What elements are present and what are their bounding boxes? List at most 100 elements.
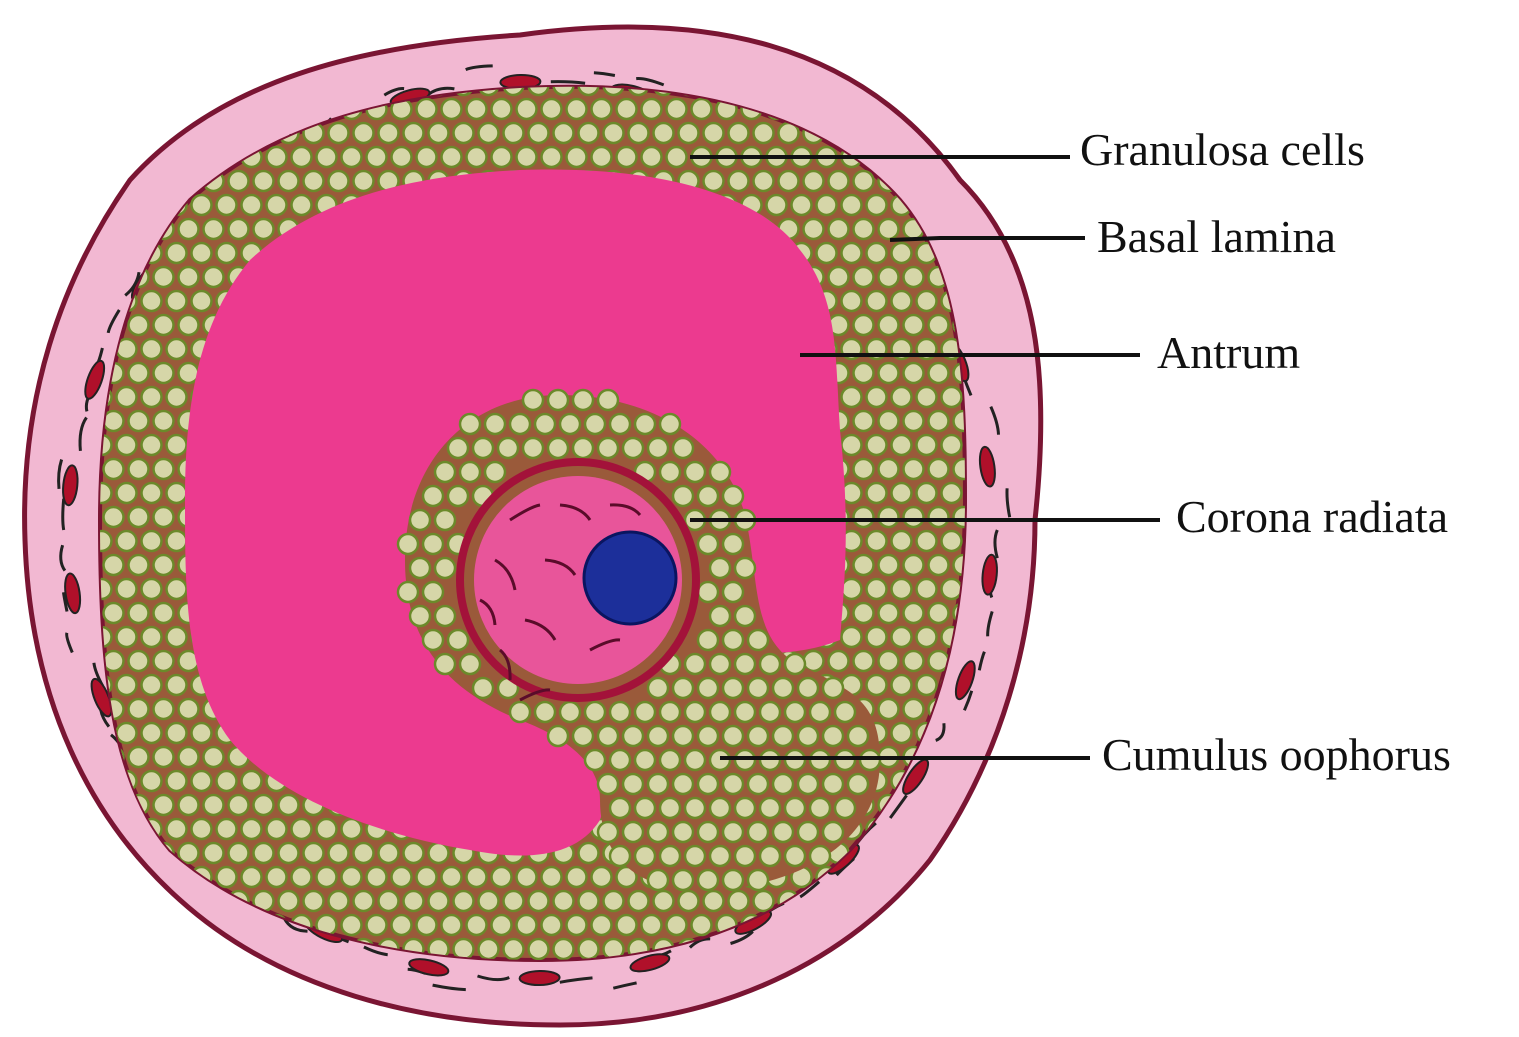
granulosa-cell: [154, 555, 174, 575]
granulosa-cell: [904, 507, 924, 527]
granulosa-cell: [579, 843, 599, 863]
granulosa-cell: [254, 843, 274, 863]
cumulus-cell: [460, 414, 480, 434]
granulosa-cell: [317, 819, 337, 839]
granulosa-cell: [342, 915, 362, 935]
label-corona-radiata: Corona radiata: [1176, 491, 1448, 542]
granulosa-cell: [917, 675, 937, 695]
granulosa-cell: [517, 867, 537, 887]
granulosa-cell: [292, 819, 312, 839]
granulosa-cell: [892, 723, 912, 743]
granulosa-cell: [154, 507, 174, 527]
granulosa-cell: [854, 507, 874, 527]
granulosa-cell: [104, 555, 124, 575]
granulosa-cell: [867, 243, 887, 263]
granulosa-cell: [979, 795, 999, 815]
granulosa-cell: [129, 315, 149, 335]
granulosa-cell: [754, 123, 774, 143]
granulosa-cell: [154, 267, 174, 287]
granulosa-cell: [117, 147, 137, 167]
cumulus-cell: [698, 534, 718, 554]
granulosa-cell: [729, 891, 749, 911]
granulosa-cell: [279, 171, 299, 191]
granulosa-cell: [917, 579, 937, 599]
cumulus-cell: [648, 726, 668, 746]
granulosa-cell: [192, 195, 212, 215]
granulosa-cell: [479, 891, 499, 911]
cumulus-cell: [660, 798, 680, 818]
granulosa-cell: [729, 123, 749, 143]
cumulus-cell: [748, 726, 768, 746]
granulosa-cell: [554, 939, 574, 959]
cumulus-cell: [823, 726, 843, 746]
granulosa-cell: [829, 267, 849, 287]
cumulus-cell: [523, 438, 543, 458]
granulosa-cell: [854, 555, 874, 575]
cumulus-cell: [448, 486, 468, 506]
cumulus-cell: [673, 486, 693, 506]
granulosa-cell: [779, 171, 799, 191]
granulosa-cell: [904, 459, 924, 479]
label-cumulus-oophorus: Cumulus oophorus: [1102, 729, 1451, 780]
granulosa-cell: [854, 171, 874, 191]
granulosa-cell: [229, 171, 249, 191]
granulosa-cell: [904, 555, 924, 575]
granulosa-cell: [179, 219, 199, 239]
theca-fiber: [63, 499, 64, 530]
granulosa-cell: [367, 867, 387, 887]
granulosa-cell: [954, 75, 974, 95]
granulosa-cell: [879, 459, 899, 479]
granulosa-cell: [604, 891, 624, 911]
cumulus-cell: [698, 678, 718, 698]
cumulus-cell: [585, 414, 605, 434]
cumulus-cell: [648, 678, 668, 698]
granulosa-cell: [504, 939, 524, 959]
granulosa-cell: [867, 291, 887, 311]
granulosa-cell: [929, 75, 949, 95]
granulosa-cell: [529, 123, 549, 143]
cumulus-cell: [723, 822, 743, 842]
granulosa-cell: [167, 531, 187, 551]
granulosa-cell: [117, 579, 137, 599]
granulosa-cell: [292, 867, 312, 887]
cumulus-cell: [760, 798, 780, 818]
granulosa-cell: [104, 123, 124, 143]
granulosa-cell: [192, 243, 212, 263]
granulosa-cell: [354, 891, 374, 911]
cumulus-cell: [748, 630, 768, 650]
granulosa-cell: [104, 411, 124, 431]
cumulus-cell: [760, 654, 780, 674]
granulosa-cell: [379, 843, 399, 863]
granulosa-cell: [192, 819, 212, 839]
cumulus-cell: [710, 702, 730, 722]
cumulus-cell: [810, 702, 830, 722]
cumulus-cell: [423, 534, 443, 554]
granulosa-cell: [129, 123, 149, 143]
granulosa-cell: [854, 603, 874, 623]
granulosa-cell: [154, 939, 174, 959]
granulosa-cell: [867, 531, 887, 551]
granulosa-cell: [154, 363, 174, 383]
cumulus-cell: [835, 702, 855, 722]
cumulus-cell: [823, 678, 843, 698]
granulosa-cell: [904, 891, 924, 911]
granulosa-cell: [592, 915, 612, 935]
cumulus-cell: [435, 654, 455, 674]
granulosa-cell: [204, 795, 224, 815]
granulosa-cell: [879, 603, 899, 623]
theca-fiber: [551, 82, 585, 84]
granulosa-cell: [542, 99, 562, 119]
granulosa-cell: [879, 267, 899, 287]
granulosa-cell: [129, 939, 149, 959]
granulosa-cell: [692, 915, 712, 935]
cumulus-cell: [535, 414, 555, 434]
granulosa-cell: [929, 315, 949, 335]
granulosa-cell: [517, 99, 537, 119]
granulosa-cell: [854, 267, 874, 287]
granulosa-cell: [367, 147, 387, 167]
granulosa-cell: [267, 195, 287, 215]
granulosa-cell: [917, 387, 937, 407]
granulosa-cell: [217, 771, 237, 791]
cumulus-cell: [398, 534, 418, 554]
cumulus-cell: [723, 582, 743, 602]
